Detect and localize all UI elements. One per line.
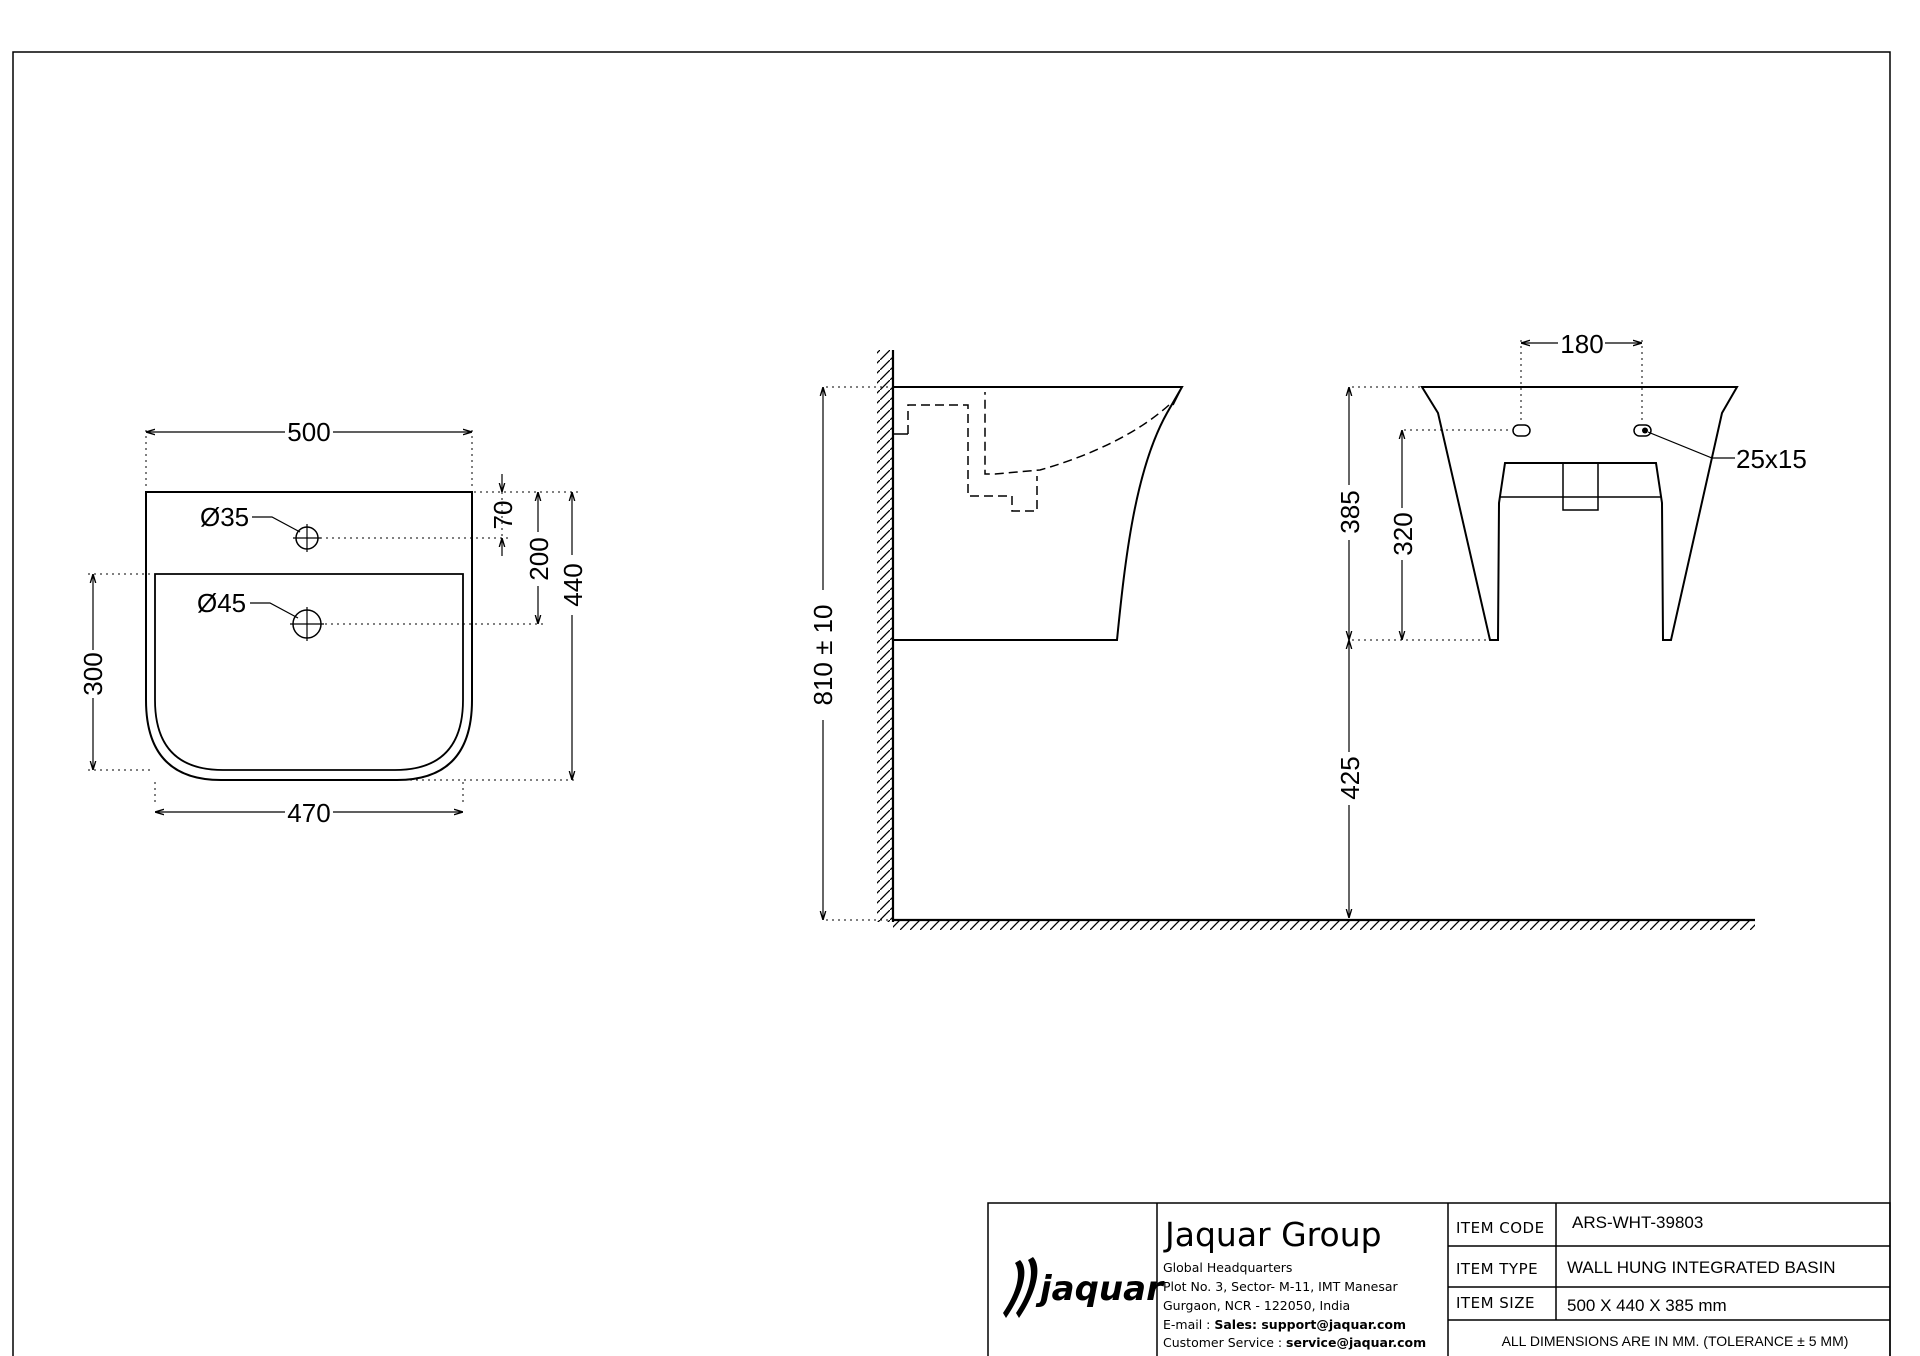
floor-hatch: [893, 920, 1755, 930]
dim-front-slot-size: 25x15: [1736, 444, 1807, 474]
dim-front-height-floor: 425: [1335, 756, 1365, 799]
sheet-border: [12, 51, 1891, 1356]
basin-side-profile: [893, 386, 1184, 641]
address-line-1: Global Headquarters: [1163, 1260, 1292, 1275]
item-size-value: 500 X 440 X 385 mm: [1567, 1296, 1727, 1315]
address-line-3: Gurgaon, NCR - 122050, India: [1163, 1298, 1350, 1313]
plan-view: Ø35 Ø45 500 470 300 70: [78, 417, 588, 828]
address-line-2: Plot No. 3, Sector- M-11, IMT Manesar: [1163, 1279, 1398, 1294]
bowl-outline: [154, 573, 464, 771]
item-type-label: ITEM TYPE: [1456, 1260, 1538, 1278]
title-block: jaquar Jaquar Group Global Headquarters …: [987, 1202, 1891, 1356]
dim-plan-bowl-depth: 300: [78, 652, 108, 695]
hole-tap-label: Ø35: [200, 502, 249, 532]
side-view: 810 ± 10: [808, 350, 1755, 930]
wall-hatch: [877, 350, 893, 922]
dim-plan-depth-total: 440: [558, 563, 588, 606]
basin-outline: [145, 491, 473, 781]
company-name: Jaquar Group: [1163, 1215, 1382, 1254]
service-line: Customer Service : service@jaquar.com: [1163, 1335, 1426, 1350]
dim-front-height-holes: 320: [1388, 512, 1418, 555]
dimensions-note: ALL DIMENSIONS ARE IN MM. (TOLERANCE ± 5…: [1502, 1333, 1849, 1349]
dim-front-hole-spacing: 180: [1560, 329, 1603, 359]
hole-waste-label: Ø45: [197, 588, 246, 618]
item-type-value: WALL HUNG INTEGRATED BASIN: [1567, 1258, 1836, 1277]
front-view: 180 25x15 385 320 425: [1335, 329, 1807, 918]
dim-plan-width-bottom: 470: [287, 798, 330, 828]
item-size-label: ITEM SIZE: [1456, 1294, 1535, 1312]
email-line: E-mail : Sales: support@jaquar.com: [1163, 1317, 1406, 1332]
trap-cover: [1562, 462, 1599, 511]
waste-hole: [290, 607, 324, 641]
dim-front-height-total: 385: [1335, 490, 1365, 533]
dim-plan-70: 70: [488, 501, 518, 530]
basin-front-outline: [1420, 386, 1739, 641]
dim-plan-200: 200: [524, 537, 554, 580]
dim-plan-width-top: 500: [287, 417, 330, 447]
svg-text:jaquar: jaquar: [1035, 1269, 1165, 1309]
mount-slot-right: [1633, 424, 1652, 437]
jaquar-logo-icon: jaquar: [1003, 1257, 1165, 1318]
dim-side-height: 810 ± 10: [808, 604, 838, 705]
item-code-label: ITEM CODE: [1456, 1219, 1545, 1237]
item-code-value: ARS-WHT-39803: [1572, 1213, 1703, 1232]
mount-slot-left: [1512, 424, 1531, 437]
tap-hole: [293, 524, 321, 552]
